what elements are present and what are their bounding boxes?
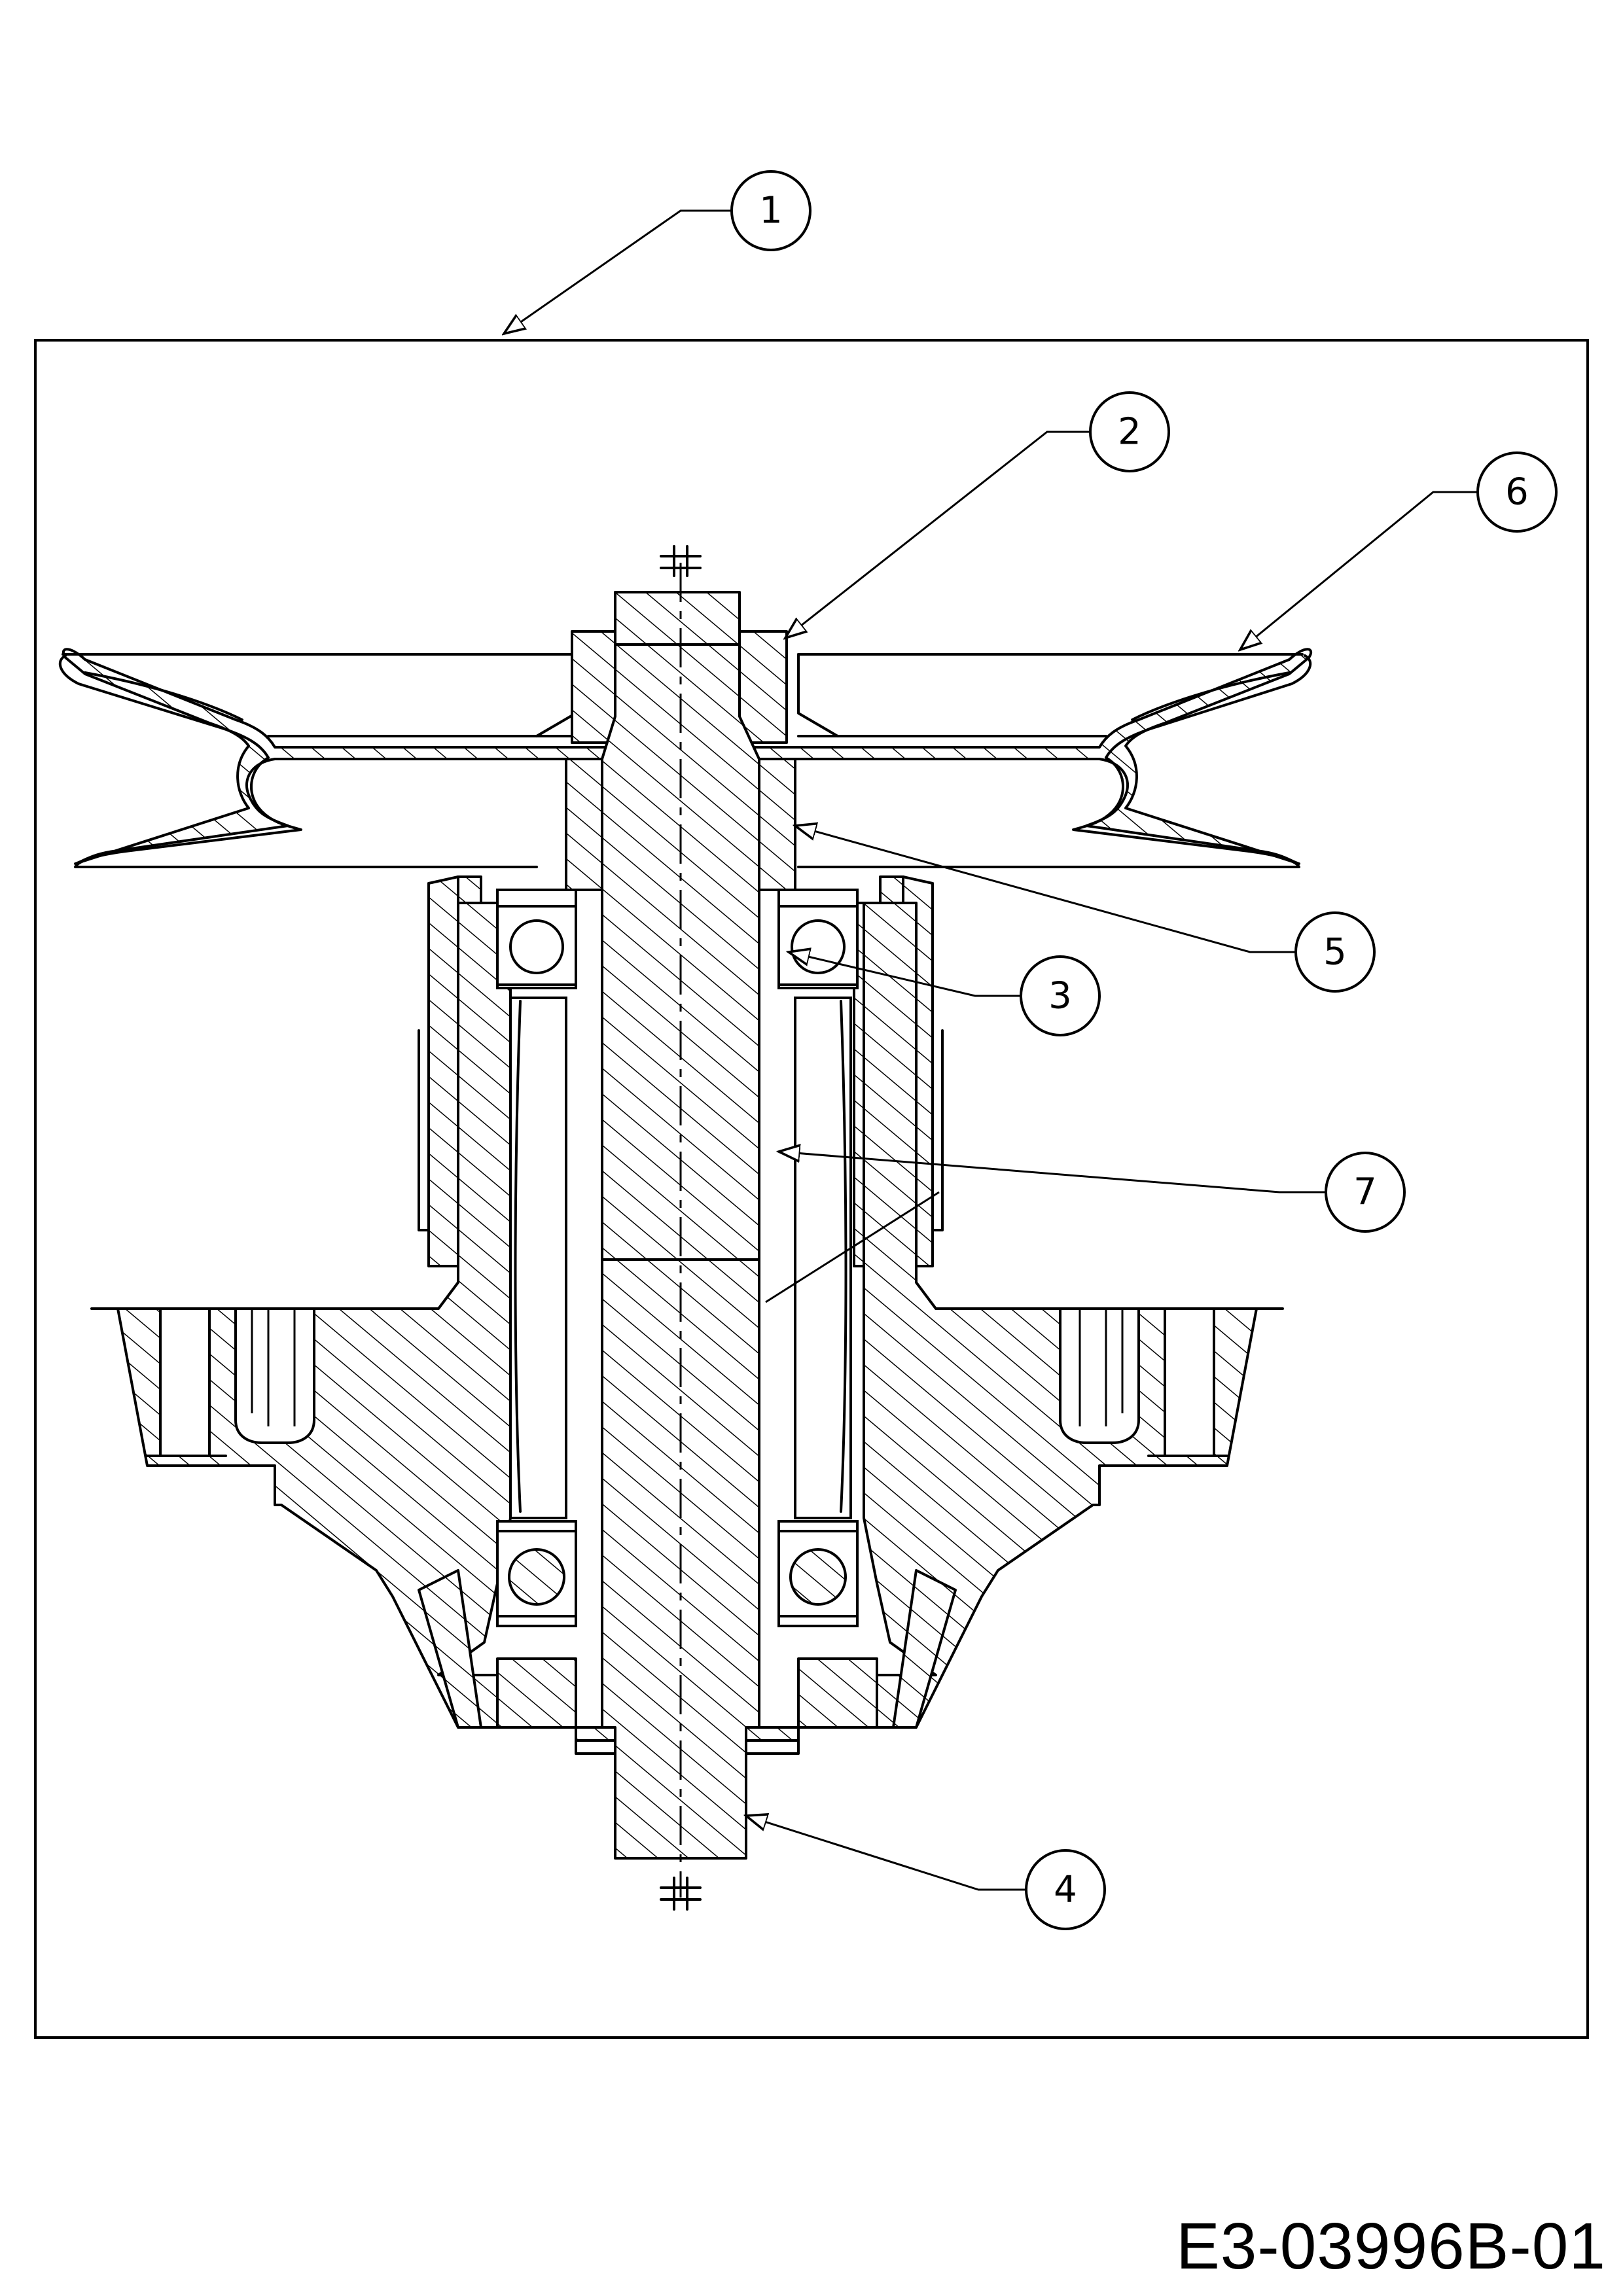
callout-6-label: 6 [1505,471,1529,514]
callout-7-label: 7 [1353,1171,1377,1214]
callout-1-label: 1 [759,190,783,232]
callout-5-label: 5 [1323,931,1347,974]
callout-6: 6 [1476,451,1558,533]
spindle-shaft [601,545,760,1911]
bearings [496,889,859,1627]
callout-2: 2 [1089,391,1170,472]
callout-4: 4 [1025,1849,1106,1930]
assembly-frame [34,339,1589,2039]
callout-2-label: 2 [1118,411,1141,453]
inner-spacer [509,997,852,1519]
leader-lines [504,209,1478,1891]
callout-5: 5 [1294,911,1376,993]
callout-7: 7 [1325,1152,1406,1233]
callout-4-label: 4 [1054,1869,1077,1911]
drawing-number: E3-03996B-01 [1176,2210,1606,2283]
housing [90,875,1284,1755]
callout-3-label: 3 [1048,975,1072,1017]
callout-3: 3 [1020,955,1101,1036]
callout-1: 1 [730,170,812,251]
